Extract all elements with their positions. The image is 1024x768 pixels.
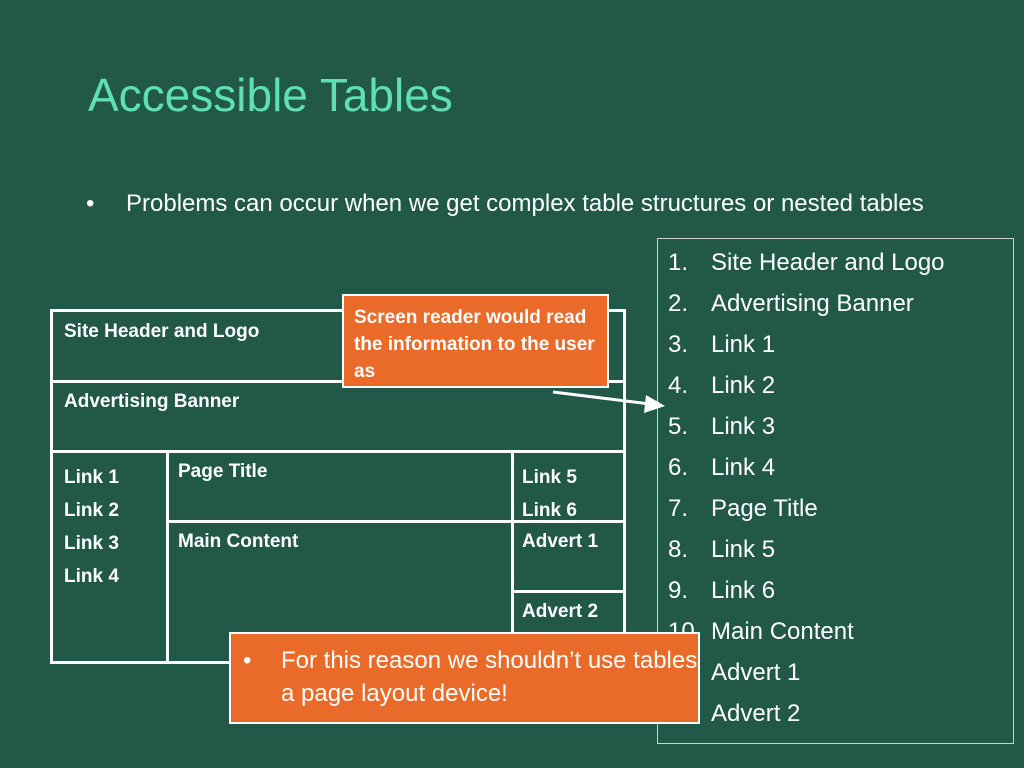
page-title-cell-label: Page Title <box>178 461 268 482</box>
reading-order-list: 1. Site Header and Logo 2. Advertising Ban… <box>657 238 1014 744</box>
row-divider <box>513 590 623 593</box>
list-item-label: Link 5 <box>711 536 776 563</box>
row-divider <box>168 520 623 523</box>
page-title-cell: Page Title <box>178 461 267 483</box>
left-links-cell: Link 1 Link 2 Link 3 Link 4 <box>64 461 119 593</box>
right-link: Link 5 <box>522 467 577 488</box>
list-item-number: 1. <box>668 249 689 276</box>
banner-cell-label: Advertising Banner <box>64 391 240 412</box>
list-item-number: 7. <box>668 495 689 522</box>
conclusion-callout: • For this reason we shouldn’t use table… <box>229 632 700 724</box>
list-item-label: Main Content <box>711 618 854 645</box>
banner-cell: Advertising Banner <box>64 391 239 413</box>
list-item-number: 5. <box>668 413 689 440</box>
header-cell-label: Site Header and Logo <box>64 321 260 342</box>
list-item-label: Link 6 <box>711 577 776 604</box>
list-item-number: 4. <box>668 372 689 399</box>
list-item-label: Advertising Banner <box>711 290 914 317</box>
list-item-number: 6. <box>668 454 689 481</box>
slide-title: Accessible Tables <box>88 69 453 121</box>
advert-2-cell: Advert 2 <box>522 601 598 623</box>
advert-2-label: Advert 2 <box>522 601 599 622</box>
left-link: Link 2 <box>64 500 119 521</box>
right-links-cell: Link 5 Link 6 <box>522 461 577 527</box>
header-cell: Site Header and Logo <box>64 321 259 343</box>
list-item-label: Link 2 <box>711 372 776 399</box>
list-item-number: 9. <box>668 577 689 604</box>
list-item-number: 8. <box>668 536 689 563</box>
list-item-label: Advert 1 <box>711 659 801 686</box>
bullet-dot: • <box>243 647 252 674</box>
list-item-label: Page Title <box>711 495 818 522</box>
right-link: Link 6 <box>522 500 577 521</box>
advert-1-label: Advert 1 <box>522 531 599 552</box>
screen-reader-callout-text: Screen reader would read the information… <box>354 307 595 382</box>
left-link: Link 1 <box>64 467 119 488</box>
column-divider <box>166 452 169 661</box>
list-item-label: Link 4 <box>711 454 776 481</box>
list-item-label: Link 1 <box>711 331 776 358</box>
conclusion-callout-text: For this reason we shouldn’t use tables … <box>281 647 698 707</box>
list-item-number: 2. <box>668 290 689 317</box>
list-item-number: 3. <box>668 331 689 358</box>
list-item-label: Link 3 <box>711 413 776 440</box>
main-content-cell-label: Main Content <box>178 531 299 552</box>
advert-1-cell: Advert 1 <box>522 531 598 553</box>
screen-reader-callout: Screen reader would read the information… <box>342 294 609 388</box>
intro-text: Problems can occur when we get complex t… <box>126 190 924 217</box>
list-item-label: Site Header and Logo <box>711 249 945 276</box>
left-link: Link 3 <box>64 533 119 554</box>
layout-table-diagram: Site Header and Logo Advertising Banner … <box>50 309 626 664</box>
bullet-dot: • <box>86 190 95 217</box>
row-divider <box>53 450 623 453</box>
row-divider <box>53 380 623 383</box>
column-divider <box>511 452 514 661</box>
left-link: Link 4 <box>64 566 119 587</box>
list-item-label: Advert 2 <box>711 700 801 727</box>
main-content-cell: Main Content <box>178 531 298 553</box>
